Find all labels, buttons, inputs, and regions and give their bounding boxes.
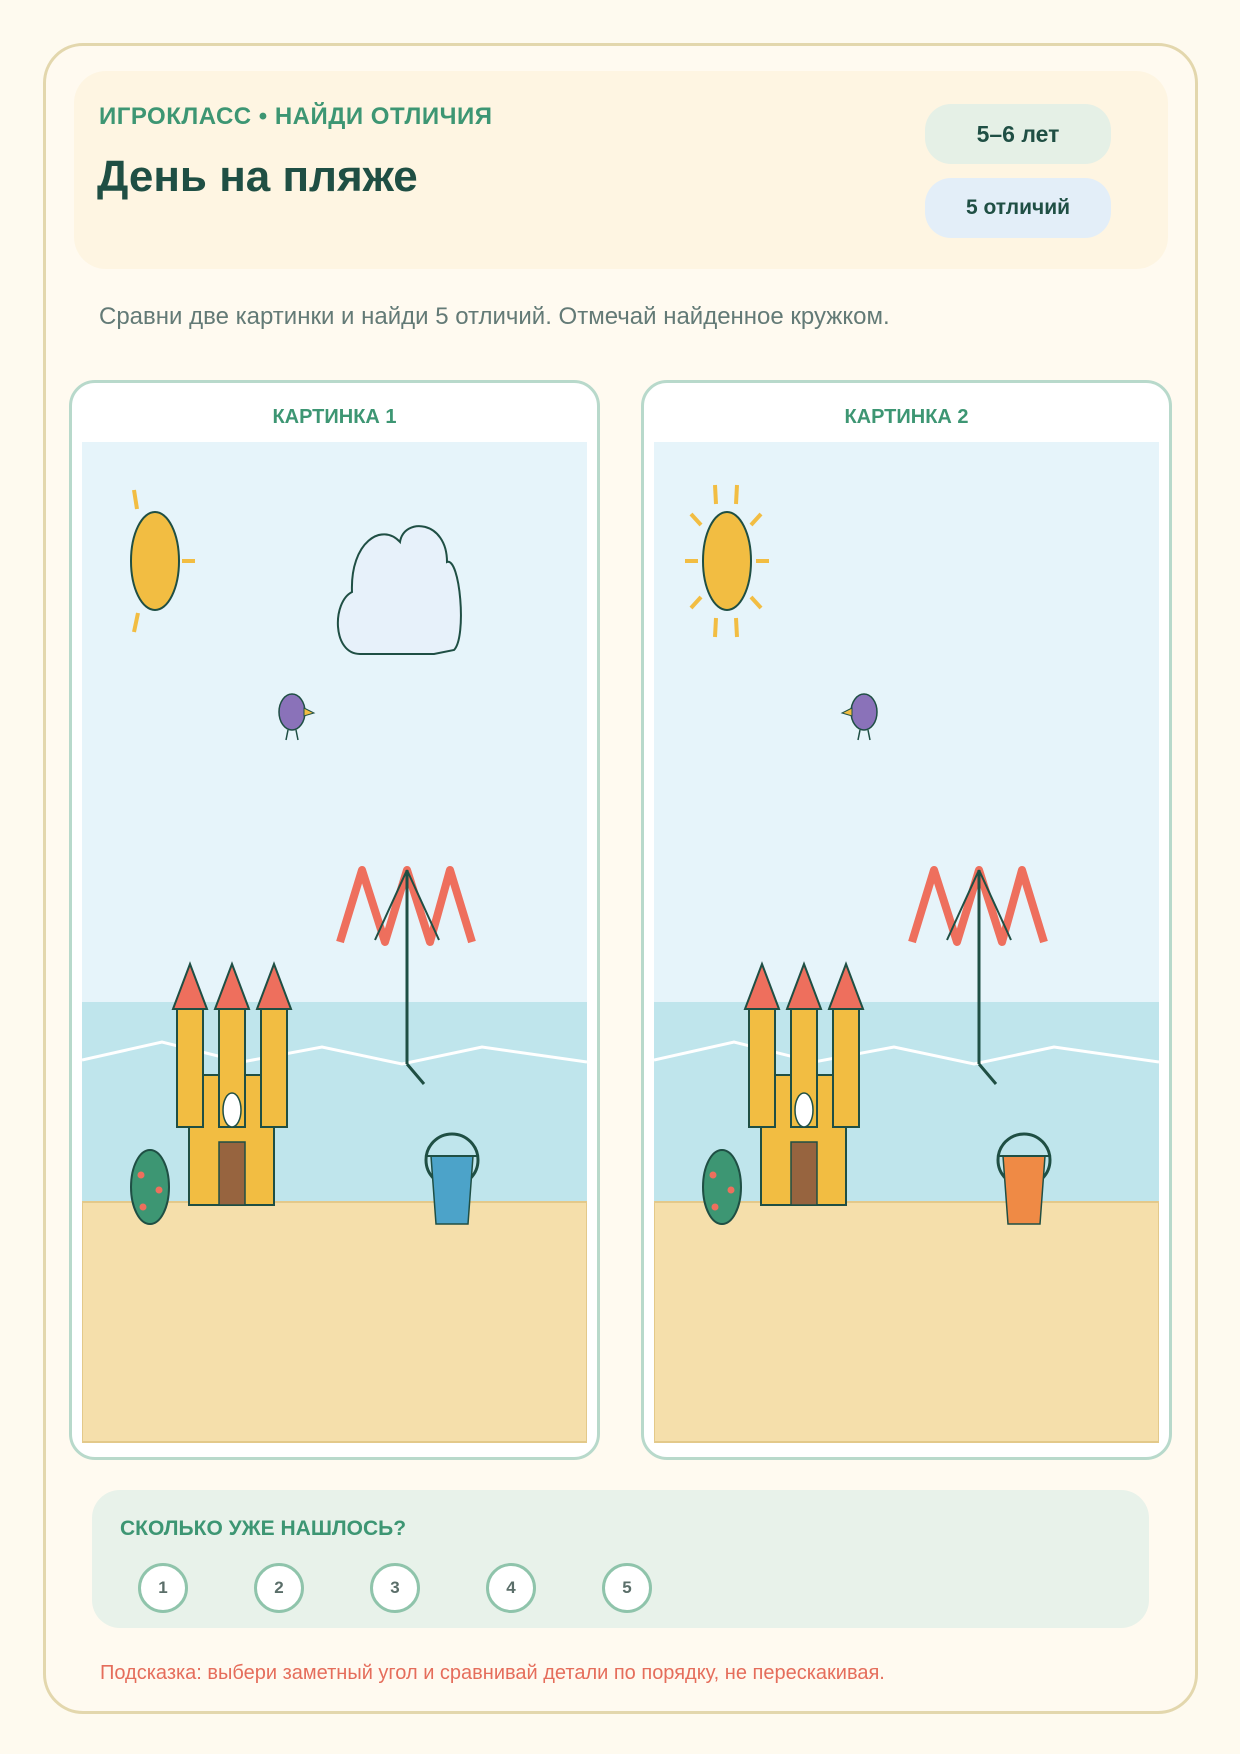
picture-2[interactable]	[654, 442, 1159, 1444]
panel-label-2: КАРТИНКА 2	[844, 406, 969, 428]
umbrella-icon[interactable]	[908, 866, 1048, 1085]
sand	[82, 1201, 587, 1443]
beach-ball-icon[interactable]	[130, 1149, 170, 1225]
found-circle-3[interactable]: 3	[370, 1563, 420, 1613]
page-title: День на пляже	[97, 152, 418, 201]
sun-icon[interactable]	[130, 489, 195, 633]
umbrella-icon[interactable]	[336, 866, 476, 1085]
differences-count-badge: 5 отличий	[925, 178, 1111, 238]
found-circle-5[interactable]: 5	[602, 1563, 652, 1613]
header-kicker: ИГРОКЛАСС • НАЙДИ ОТЛИЧИЯ	[99, 103, 493, 130]
wave-line	[654, 1040, 1159, 1066]
cloud-icon[interactable]	[336, 525, 462, 655]
hint-text: Подсказка: выбери заметный угол и сравни…	[100, 1662, 885, 1684]
bird-icon[interactable]	[278, 693, 316, 741]
bird-icon[interactable]	[840, 693, 878, 741]
sand-castle-icon[interactable]	[743, 961, 865, 1206]
picture-panel-2: КАРТИНКА 2	[641, 380, 1172, 1460]
picture-1[interactable]	[82, 442, 587, 1444]
sand-castle-icon[interactable]	[171, 961, 293, 1206]
counter-title: СКОЛЬКО УЖЕ НАШЛОСЬ?	[120, 1517, 407, 1540]
found-circle-2[interactable]: 2	[254, 1563, 304, 1613]
bucket-icon[interactable]	[424, 1132, 480, 1225]
panel-label-1: КАРТИНКА 1	[272, 406, 397, 428]
bucket-icon[interactable]	[996, 1132, 1052, 1225]
wave-line	[82, 1040, 587, 1066]
sand	[654, 1201, 1159, 1443]
picture-panel-1: КАРТИНКА 1	[69, 380, 600, 1460]
found-circle-1[interactable]: 1	[138, 1563, 188, 1613]
found-circle-4[interactable]: 4	[486, 1563, 536, 1613]
beach-ball-icon[interactable]	[702, 1149, 742, 1225]
found-counter: СКОЛЬКО УЖЕ НАШЛОСЬ? 1 2 3 4 5	[92, 1490, 1149, 1628]
instruction-text: Сравни две картинки и найди 5 отличий. О…	[99, 303, 890, 330]
sun-icon[interactable]	[685, 484, 769, 638]
age-badge: 5–6 лет	[925, 104, 1111, 164]
